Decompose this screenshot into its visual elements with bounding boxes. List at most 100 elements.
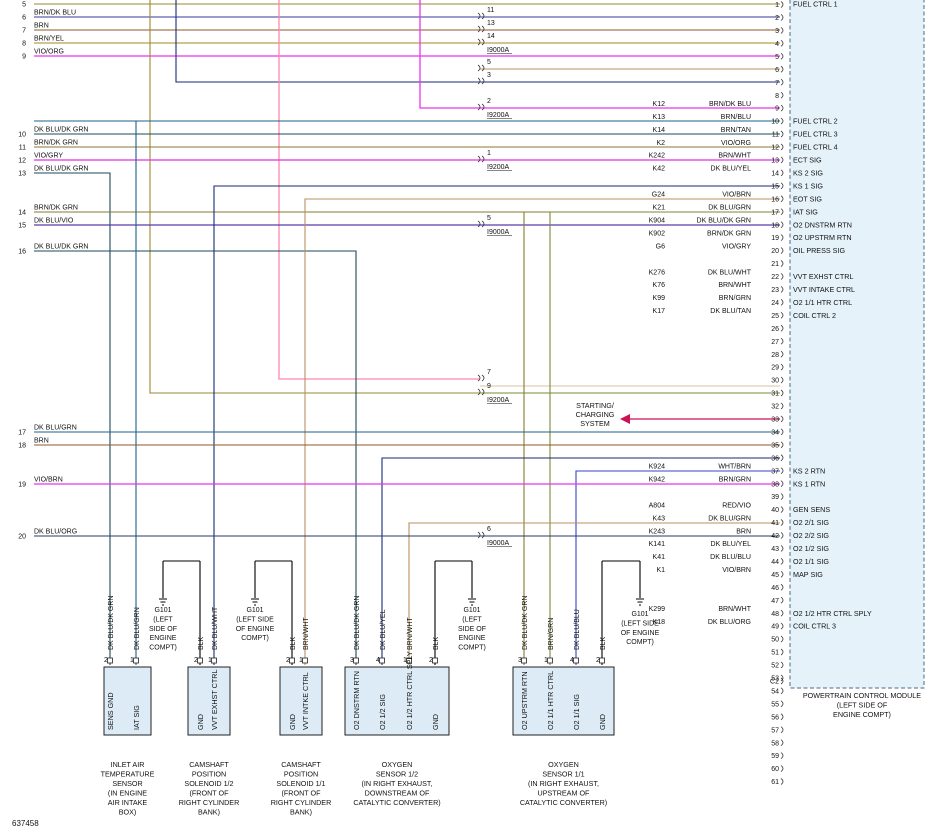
ground-label: (LEFT <box>462 616 482 623</box>
ground-icon <box>636 598 644 606</box>
wire-o2-12-htr <box>408 522 780 665</box>
pcm-pin-glyph <box>780 558 784 565</box>
pcm-pin-number: 53 <box>771 676 779 683</box>
pcm-pin-glyph <box>780 726 784 734</box>
circuit-code: K2 <box>656 140 665 147</box>
component-wire-label: DK BLU/DK GRN <box>354 596 361 650</box>
circuit-code: K942 <box>649 476 665 483</box>
wire-color-label: RED/VIO <box>722 502 751 509</box>
wire-o2-11-htr <box>549 211 780 665</box>
pcm-caption: ENGINE COMPT) <box>833 710 891 719</box>
circuit-code: K18 <box>653 619 666 626</box>
ground-label: COMPT) <box>149 645 177 652</box>
component-caption: (FRONT OF <box>190 789 230 798</box>
left-wire-number: 15 <box>18 223 26 230</box>
pcm-pin-glyph <box>780 182 784 190</box>
pcm-pin-glyph <box>780 545 784 552</box>
ground-label: (LEFT <box>153 616 173 623</box>
pcm-pin-glyph <box>780 14 784 21</box>
wire-o2-11-sig <box>575 470 780 665</box>
pcm-pin-glyph <box>780 765 784 772</box>
pcm-function-label: O2 1/1 HTR CTRL <box>793 298 852 307</box>
pcm-pin-glyph <box>780 260 784 267</box>
inline-connector-name: I9000A <box>487 47 510 54</box>
inline-connector-name: I9000A <box>487 229 510 236</box>
pcm-function-label: O2 1/2 HTR CTRL SPLY <box>793 609 872 618</box>
pcm-pin-number: 49 <box>771 624 779 631</box>
wire-layer <box>34 0 780 665</box>
inline-connector-name: I9200A <box>487 164 510 171</box>
wire-13 <box>34 172 111 665</box>
pin-terminal-icon <box>133 657 139 664</box>
component-wire-label: DK BLU/WHT <box>212 606 219 650</box>
inline-connector-icon <box>477 77 485 85</box>
pcm-pin-number: 57 <box>771 727 779 734</box>
component-pin-name: O2 1/1 HTR CTRL <box>546 671 555 730</box>
powertrain-control-module: 1234567891011121314151617181920212223242… <box>770 0 925 786</box>
component-caption: SOLENOID 1/1 <box>276 779 325 788</box>
pcm-pin-number: 51 <box>771 650 779 657</box>
pcm-pin-glyph <box>780 519 784 526</box>
pcm-pin-number: 42 <box>771 533 779 540</box>
inline-connector-icon <box>477 25 485 33</box>
pcm-pin-number: 45 <box>771 572 779 579</box>
component-wire-label: BRN/WHT <box>407 617 414 650</box>
pcm-function-label: ECT SIG <box>793 156 822 165</box>
pcm-pin-glyph <box>780 91 784 99</box>
circuit-code: K76 <box>653 282 666 289</box>
pcm-pin-number: 26 <box>771 326 779 333</box>
left-wire-label: BRN/DK GRN <box>34 140 78 147</box>
pcm-pin-number: 21 <box>771 261 779 268</box>
wire-color-label: DK BLU/DK GRN <box>697 217 751 224</box>
component-pin-name: VVT INTKE CTRL <box>301 672 310 730</box>
component-caption: OXYGEN <box>382 760 413 769</box>
pcm-pin-number: 14 <box>771 170 779 177</box>
pcm-pin-glyph <box>780 441 784 449</box>
ground-label: COMPT) <box>241 635 269 642</box>
pcm-pin-number: 46 <box>771 585 779 592</box>
left-wire-number: 17 <box>18 430 26 437</box>
pcm-pin-number: 18 <box>771 222 779 229</box>
component-iat <box>103 666 152 736</box>
left-wire-label: DK BLU/GRN <box>34 425 77 432</box>
component-caption: POSITION <box>192 770 226 779</box>
pcm-pin-glyph <box>780 506 784 513</box>
component-caption: (FRONT OF <box>282 789 322 798</box>
pin-terminal-icon <box>432 657 438 664</box>
pcm-pin-number: 3 <box>775 28 779 35</box>
pcm-pin-glyph <box>780 713 784 721</box>
left-wire-number: 9 <box>22 54 26 61</box>
component-pin-number: 2 <box>104 657 108 664</box>
pcm-pin-glyph <box>780 337 784 345</box>
wire-color-label: DK BLU/YEL <box>711 166 752 173</box>
ground-icon <box>251 598 259 606</box>
component-pin-name: O2 1/2 SIG <box>378 694 387 730</box>
left-wire-number: 5 <box>22 2 26 9</box>
component-wire-label: DK BLU/DK GRN <box>108 596 115 650</box>
component-caption: (IN ENGINE <box>108 789 147 798</box>
pcm-pin-glyph <box>780 104 784 112</box>
pcm-pin-glyph <box>780 363 784 371</box>
pcm-function-label: VVT EXHST CTRL <box>793 272 853 281</box>
pcm-pin-number: 55 <box>771 701 779 708</box>
circuit-code: K902 <box>649 230 665 237</box>
pcm-function-label: KS 1 SIG <box>793 181 823 190</box>
circuit-code: K299 <box>649 606 665 613</box>
pcm-function-label: VVT INTAKE CTRL <box>793 285 855 294</box>
component-pin-name: VVT EXHST CTRL <box>210 670 219 730</box>
pcm-function-label: COIL CTRL 2 <box>793 311 836 320</box>
pin-terminal-icon <box>197 657 203 664</box>
left-wire-number: 20 <box>18 534 26 541</box>
component-o211 <box>512 666 615 736</box>
component-caption: UPSTREAM OF <box>538 789 591 798</box>
ground-label: (LEFT SIDE <box>236 616 274 623</box>
pcm-pin-glyph <box>780 208 784 216</box>
inline-connector-icon <box>477 374 485 382</box>
pcm-pin-glyph <box>780 635 784 643</box>
pcm-pin-number: 24 <box>771 300 779 307</box>
inline-connector-pin: 7 <box>487 369 491 376</box>
left-wire-label: DK BLU/ORG <box>34 529 77 536</box>
ground-label: (LEFT SIDE <box>621 620 659 627</box>
ground-label: OF ENGINE <box>236 626 275 633</box>
pcm-pin-number: 25 <box>771 313 779 320</box>
